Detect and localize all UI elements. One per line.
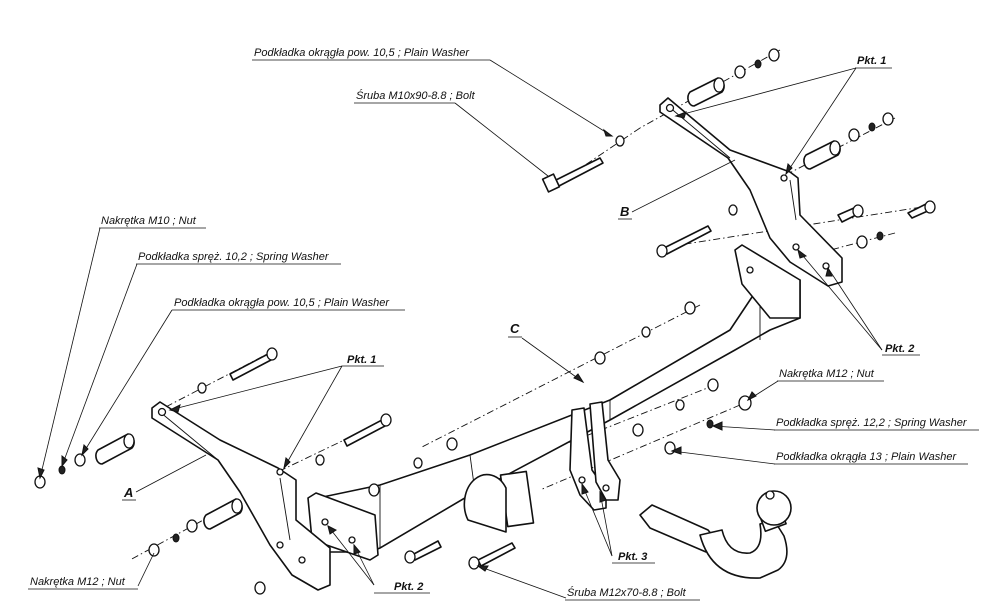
label-plain-washer-10-5-top: Podkładka okrągła pow. 10,5 ; Plain Wash… [254, 47, 470, 59]
point-label-pkt1-top: Pkt. 1 [857, 55, 886, 67]
label-spring-washer-12-2: Podkładka spręż. 12,2 ; Spring Washer [776, 417, 968, 429]
label-nut-m12-left: Nakrętka M12 ; Nut [30, 576, 126, 588]
part-c-crossbar [307, 244, 801, 570]
label-nut-m12-right: Nakrętka M12 ; Nut [779, 368, 875, 380]
part-b-bracket [541, 48, 936, 287]
point-label-pkt2-bottom: Pkt. 2 [394, 581, 423, 593]
leader-lines [37, 59, 883, 599]
label-nut-m10: Nakrętka M10 ; Nut [101, 215, 197, 227]
point-label-pkt3: Pkt. 3 [618, 551, 647, 563]
label-plain-washer-10-5-left: Podkładka okrągła pow. 10,5 ; Plain Wash… [174, 297, 390, 309]
part-a-bracket [34, 347, 392, 595]
label-plain-washer-13: Podkładka okrągła 13 ; Plain Washer [776, 451, 958, 463]
label-bolt-m12: Śruba M12x70-8.8 ; Bolt [567, 586, 687, 599]
part-label-a: A [123, 485, 133, 500]
point-label-pkt1-left: Pkt. 1 [347, 354, 376, 366]
part-label-b: B [620, 204, 629, 219]
towball-arm [639, 490, 792, 579]
text-labels: Podkładka okrągła pow. 10,5 ; Plain Wash… [28, 47, 979, 601]
part-label-c: C [510, 321, 520, 336]
point-label-pkt2-right: Pkt. 2 [885, 343, 914, 355]
label-spring-washer-10-2: Podkładka spręż. 10,2 ; Spring Washer [138, 251, 330, 263]
label-bolt-m10: Śruba M10x90-8.8 ; Bolt [356, 89, 476, 102]
